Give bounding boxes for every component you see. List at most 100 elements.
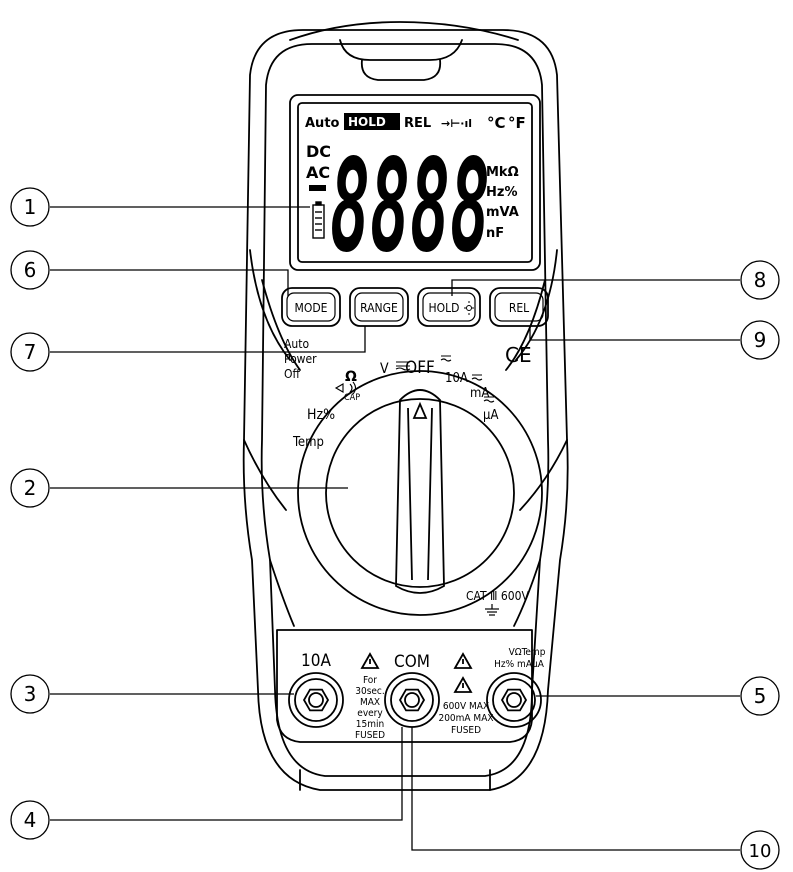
warning-icons [360, 652, 473, 693]
note-left-5: FUSED [355, 730, 385, 741]
jack-right-label-1: VΩTemp [509, 647, 546, 658]
lcd-auto: Auto [305, 116, 340, 131]
dial-pointer[interactable] [395, 389, 445, 594]
dial-volt: V [380, 361, 389, 377]
jack-com[interactable] [384, 672, 440, 728]
auto-power-off-line-1: Auto [284, 337, 309, 351]
leader-9 [529, 326, 740, 341]
jack-right-label-2: Hz% mAµA [494, 659, 545, 670]
lcd-bezel [289, 94, 541, 271]
leader-7 [50, 326, 366, 353]
callout-2: 2 [24, 476, 37, 500]
holster-inner-outline [260, 43, 550, 777]
lcd-minus [309, 185, 326, 191]
callout-1: 1 [24, 195, 37, 219]
jack-com-note: 600V MAX 200mA MAX FUSED [438, 701, 493, 736]
callout-8: 8 [754, 268, 767, 292]
dial-off: OFF [405, 358, 435, 378]
dial-temp: Temp [292, 435, 324, 450]
ground-icon [485, 604, 499, 616]
lcd-nf: nF [486, 226, 504, 241]
note-left-1: 30sec. [355, 686, 384, 697]
lcd-mk-ohm: MkΩ [486, 165, 519, 180]
callout-8-circle [740, 260, 780, 300]
callout-6: 6 [24, 258, 37, 282]
leader-6 [50, 269, 289, 296]
lcd-fahrenheit: °F [508, 114, 526, 132]
mode-button[interactable] [281, 287, 341, 327]
callout-4: 4 [24, 808, 37, 832]
callout-3-circle [10, 674, 50, 714]
callout-10: 10 [749, 841, 772, 862]
jack-10a-label: 10A [301, 651, 331, 671]
dial-knob[interactable] [325, 398, 515, 588]
callout-2-circle [10, 468, 50, 508]
dial-ua: µA [483, 408, 498, 423]
note-center-1: 200mA MAX [438, 713, 493, 724]
warning-icon-right-top [453, 652, 473, 669]
lcd-screen [297, 102, 533, 263]
lcd-rel: REL [404, 116, 431, 131]
dial-10a: 10A [445, 371, 468, 386]
note-left-3: every [357, 708, 383, 719]
lcd-hold-box [344, 113, 400, 130]
range-button-label: RANGE [360, 301, 398, 315]
jack-com-label: COM [394, 652, 430, 672]
callout-10-circle [740, 830, 780, 870]
category-rating: CAT Ⅲ 600V [466, 589, 529, 603]
rel-button-label: REL [509, 301, 529, 315]
jack-10a-note: For 30sec. MAX every 15min FUSED [355, 675, 385, 741]
callout-9: 9 [754, 328, 767, 352]
callout-9-circle [740, 320, 780, 360]
lcd-celsius: °C [487, 114, 506, 132]
ce-mark: CE [505, 343, 532, 367]
top-bumper [289, 21, 519, 41]
lcd-content: Auto HOLD REL →⊢·ıl °C °F DC AC 8888 MkΩ… [305, 113, 526, 281]
lcd-hz-pct: Hz% [486, 185, 517, 200]
mode-button-label: MODE [295, 301, 328, 315]
callout-7-circle [10, 332, 50, 372]
dial-ohm: Ω [345, 369, 357, 385]
callout-6-circle [10, 250, 50, 290]
jack-v-ohm[interactable] [486, 672, 542, 728]
dial-cap: CAP [344, 393, 360, 403]
auto-power-off-line-3: Off [284, 367, 300, 381]
callout-3: 3 [24, 682, 37, 706]
note-center-0: 600V MAX [443, 701, 489, 712]
backlight-icon [464, 301, 474, 315]
lcd-diode-beep: →⊢·ıl [441, 117, 472, 130]
warning-icon-right-bottom [453, 676, 473, 693]
note-center-2: FUSED [451, 725, 481, 736]
rel-button[interactable] [489, 287, 549, 327]
jack-10a[interactable] [288, 672, 344, 728]
leader-4 [50, 727, 403, 821]
callout-1-circle [10, 187, 50, 227]
lcd-digits: 8888 [330, 132, 490, 281]
note-left-2: MAX [360, 697, 380, 708]
hold-button[interactable] [417, 287, 481, 327]
lcd-dc: DC [306, 142, 331, 161]
dial-ma: mA [470, 386, 489, 401]
dial-hz: Hz% [307, 407, 335, 423]
callout-5: 5 [754, 684, 767, 708]
lcd-hold: HOLD [348, 115, 386, 129]
ce-mark-text: CE [505, 343, 532, 367]
auto-power-off-line-2: Power [284, 352, 317, 366]
callout-5-circle [740, 676, 780, 716]
warning-icon-left [360, 652, 380, 669]
dial-outer-ring [297, 370, 543, 616]
left-grip [249, 249, 291, 361]
jack-panel [276, 629, 533, 743]
note-left-0: For [363, 675, 377, 686]
note-left-4: 15min [356, 719, 384, 730]
range-button[interactable] [349, 287, 409, 327]
battery-icon [312, 201, 325, 239]
hold-button-label: HOLD [429, 301, 460, 315]
lcd-ac: AC [306, 163, 330, 182]
dial-glyphs [334, 355, 495, 403]
lcd-m-va: mVA [486, 205, 519, 220]
leader-10 [411, 727, 740, 851]
dial-pointer-arrow [412, 401, 428, 419]
leader-8 [451, 279, 740, 296]
